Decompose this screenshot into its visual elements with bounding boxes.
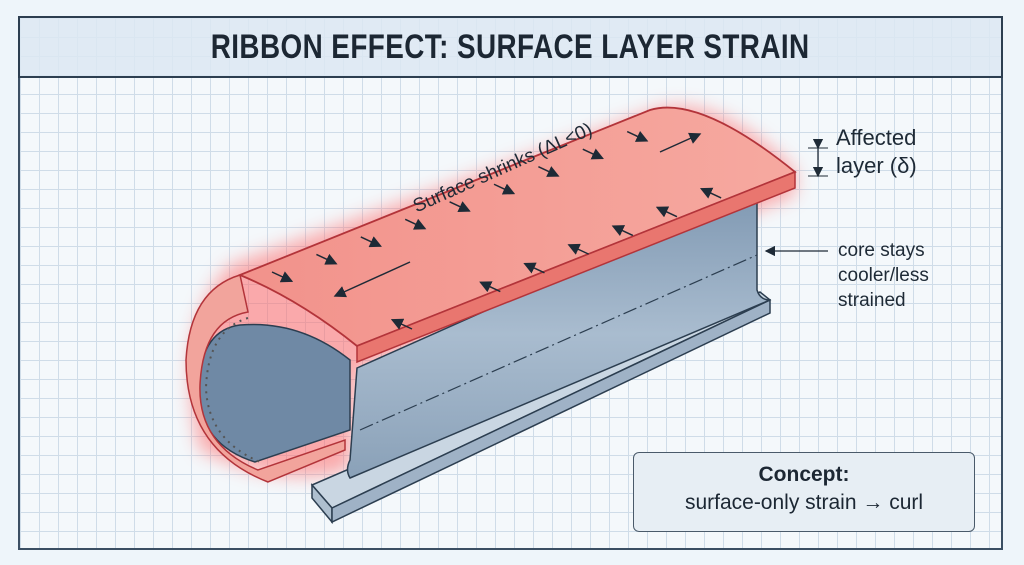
- curled-surface: [185, 274, 346, 483]
- surface-arrow-left: [333, 261, 411, 298]
- strain-arrow: [655, 206, 678, 218]
- core-line-1: core stays: [838, 240, 925, 261]
- web: [346, 188, 771, 479]
- core-line-2: cooler/less: [838, 265, 929, 286]
- concept-box: Concept: surface-only strain → curl: [633, 452, 975, 532]
- surface-arrow-right: [659, 132, 702, 153]
- page-title: RIBBON EFFECT: SURFACE LAYER STRAIN: [211, 27, 810, 66]
- strain-arrow: [493, 183, 516, 195]
- affected-line-1: Affected: [836, 125, 917, 150]
- core-label: core stays cooler/less strained: [838, 238, 929, 313]
- strain-arrow: [567, 243, 589, 255]
- strain-arrow: [449, 201, 471, 213]
- strain-arrow: [626, 130, 649, 142]
- concept-heading: Concept:: [758, 463, 850, 486]
- affected-line-2: layer (δ): [836, 153, 917, 178]
- centerline: [359, 254, 758, 431]
- strain-arrow: [582, 148, 604, 160]
- strain-arrow: [271, 271, 294, 283]
- strain-arrow: [699, 187, 722, 199]
- strain-arrows: [271, 130, 722, 330]
- strain-arrow: [523, 262, 545, 274]
- strain-arrow: [538, 166, 560, 177]
- strain-arrow: [390, 318, 413, 330]
- strain-arrow: [404, 218, 427, 230]
- title-banner: RIBBON EFFECT: SURFACE LAYER STRAIN: [18, 16, 1003, 78]
- core-line-3: strained: [838, 290, 906, 311]
- strain-arrow: [611, 225, 634, 237]
- strain-arrow: [316, 253, 338, 265]
- strain-arrow: [360, 236, 382, 248]
- affected-layer-label: Affected layer (δ): [836, 124, 917, 180]
- affected-layer-edge: [356, 170, 796, 364]
- concept-text: surface-only strain → curl: [684, 491, 924, 514]
- strain-arrow: [479, 281, 501, 293]
